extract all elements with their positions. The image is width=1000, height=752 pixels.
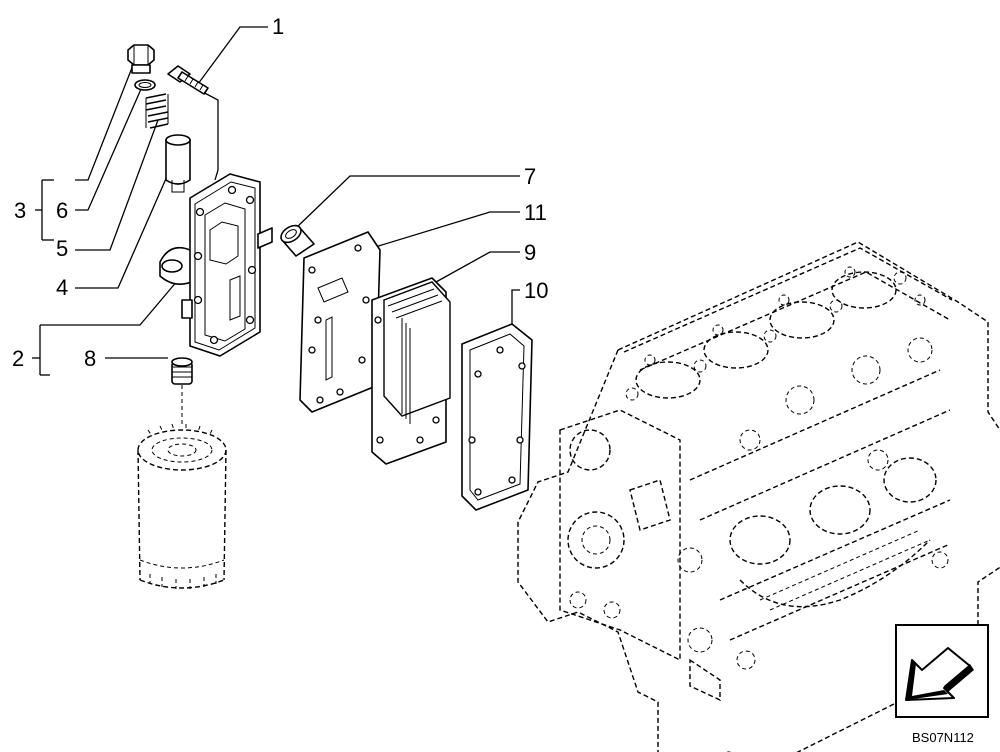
callout-7: 7 [524, 164, 536, 189]
callout-labels: 1 3 6 5 4 2 8 7 11 9 10 [12, 14, 548, 371]
callout-2: 2 [12, 346, 24, 371]
sleeve-part [280, 224, 315, 257]
callout-11: 11 [524, 200, 547, 225]
ring-part [134, 79, 156, 91]
callout-3: 3 [14, 198, 26, 223]
oil-cooler-part [371, 277, 451, 465]
callout-1: 1 [272, 14, 284, 39]
callout-6: 6 [56, 198, 68, 223]
callout-8: 8 [84, 346, 96, 371]
valve-part [165, 134, 191, 193]
callout-5: 5 [56, 236, 68, 261]
leader-lines [32, 26, 520, 425]
oil-filter-part [137, 423, 227, 589]
callout-4: 4 [56, 275, 68, 300]
gasket-part [299, 231, 381, 413]
filter-head-housing [159, 173, 273, 357]
bolt-part [167, 65, 209, 95]
callout-9: 9 [524, 240, 536, 265]
spring-part [145, 93, 169, 129]
nipple-part [171, 357, 193, 385]
plug-part [127, 44, 155, 74]
figure-code: BS07N112 [912, 730, 974, 745]
engine-block [517, 241, 1000, 752]
callout-10: 10 [524, 278, 548, 303]
cooler-gasket-part [461, 323, 533, 511]
left-down-arrow-icon [895, 624, 989, 718]
